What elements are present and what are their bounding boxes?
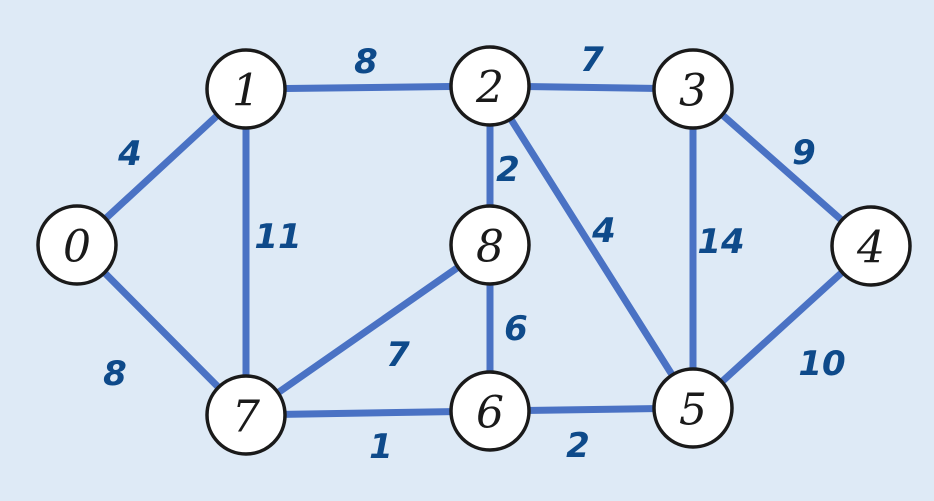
node-circle xyxy=(205,374,287,456)
node-circle xyxy=(449,45,531,127)
node-label: 4 xyxy=(856,223,885,274)
edge-weight-4-5: 10 xyxy=(798,344,845,384)
node-label: 0 xyxy=(63,222,91,273)
node-circle xyxy=(449,370,531,452)
node-label: 6 xyxy=(476,388,504,439)
node-7: 7 xyxy=(205,374,287,456)
edge-7-8 xyxy=(242,241,494,419)
node-8: 8 xyxy=(449,204,531,286)
edge-weight-2-5: 4 xyxy=(591,211,616,251)
node-1: 1 xyxy=(205,48,287,130)
node-label: 8 xyxy=(476,222,504,273)
node-2: 2 xyxy=(449,45,531,127)
edge-weight-2-8: 2 xyxy=(496,150,520,190)
node-label: 7 xyxy=(232,392,260,443)
edge-weight-0-7: 8 xyxy=(103,354,127,394)
nodes-layer: 0 1 2 3 4 5 6 7 8 xyxy=(36,45,912,456)
edge-weight-1-2: 8 xyxy=(354,42,378,82)
edge-weight-5-6: 2 xyxy=(566,426,590,466)
edge-weight-7-8: 7 xyxy=(386,335,410,375)
edge-weight-2-3: 7 xyxy=(580,40,604,80)
node-label: 3 xyxy=(679,66,707,117)
node-circle xyxy=(652,48,734,130)
node-4: 4 xyxy=(830,205,912,287)
edge-2-5 xyxy=(486,82,697,412)
node-5: 5 xyxy=(652,367,734,449)
node-0: 0 xyxy=(36,204,118,286)
edge-weight-6-7: 1 xyxy=(369,427,393,467)
node-label: 5 xyxy=(679,385,707,436)
edge-weight-6-8: 6 xyxy=(504,309,528,349)
node-label: 2 xyxy=(475,63,504,114)
node-3: 3 xyxy=(652,48,734,130)
node-label: 1 xyxy=(232,66,260,117)
node-circle xyxy=(830,205,912,287)
weights-layer: 4 8 8 11 7 2 4 9 14 10 2 1 6 7 xyxy=(103,40,846,467)
node-circle xyxy=(449,204,531,286)
node-6: 6 xyxy=(449,370,531,452)
node-circle xyxy=(652,367,734,449)
edge-weight-0-1: 4 xyxy=(117,134,142,174)
edge-weight-1-7: 11 xyxy=(254,217,301,257)
edge-weight-3-5: 14 xyxy=(697,222,744,262)
node-circle xyxy=(205,48,287,130)
node-circle xyxy=(36,204,118,286)
edge-weight-3-4: 9 xyxy=(792,133,816,173)
